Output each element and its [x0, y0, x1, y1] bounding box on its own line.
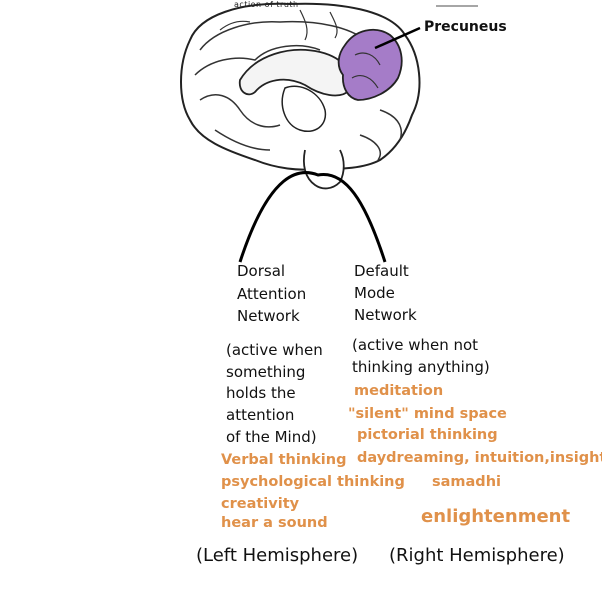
- left-activity-item: Verbal thinking: [221, 452, 347, 468]
- brain-gyrus: [329, 11, 338, 39]
- corpus-callosum: [238, 48, 353, 97]
- right-activity-item: pictorial thinking: [357, 427, 498, 443]
- default-line-1: Default: [354, 262, 409, 280]
- precuneus-label: Precuneus: [424, 19, 507, 35]
- brain-gyrus: [359, 134, 381, 161]
- dorsal-desc-line: holds the: [226, 384, 296, 402]
- right-activity-item: "silent" mind space: [348, 406, 507, 422]
- left-activity-item: psychological thinking: [221, 474, 405, 490]
- right-hemisphere-label: (Right Hemisphere): [389, 545, 565, 566]
- dorsal-line-1: Dorsal: [237, 262, 286, 280]
- thalamus: [281, 85, 327, 132]
- dorsal-line-3: Network: [237, 307, 300, 325]
- default-desc-line: thinking anything): [352, 358, 490, 376]
- default-line-3: Network: [354, 306, 417, 324]
- dorsal-desc-line: attention: [226, 406, 295, 424]
- brain-gyrus: [219, 20, 251, 31]
- right-activity-item: daydreaming, intuition,insight: [357, 450, 602, 466]
- precuneus-pointer-line: [374, 26, 421, 50]
- dorsal-desc-line: of the Mind): [226, 428, 317, 446]
- brain-gyrus: [379, 109, 402, 141]
- left-activity-item: creativity: [221, 496, 300, 512]
- precuneus-gyrus: [351, 75, 379, 89]
- precuneus-gyrus: [354, 52, 381, 66]
- dorsal-desc-line: something: [226, 363, 306, 381]
- network-arch-line: [238, 171, 387, 263]
- brainstem: [302, 149, 345, 190]
- right-activity-item: samadhi: [432, 474, 501, 490]
- dorsal-line-2: Attention: [237, 285, 307, 303]
- left-activity-item: hear a sound: [221, 515, 328, 531]
- precuneus-region: [337, 28, 403, 101]
- dorsal-desc-line: (active when: [226, 341, 323, 359]
- default-line-2: Mode: [354, 284, 395, 302]
- right-activity-item: enlightenment: [421, 506, 571, 527]
- brain-gyrus: [299, 9, 308, 41]
- brain-gyrus: [199, 94, 281, 128]
- default-desc-line: (active when not: [352, 336, 479, 354]
- left-hemisphere-label: (Left Hemisphere): [196, 545, 359, 566]
- brain-gyrus: [194, 44, 321, 76]
- right-activity-item: meditation: [354, 383, 444, 399]
- brain-gyrus: [199, 20, 366, 51]
- brain-gyrus: [214, 129, 271, 151]
- top-caption: action of truth: [234, 0, 299, 9]
